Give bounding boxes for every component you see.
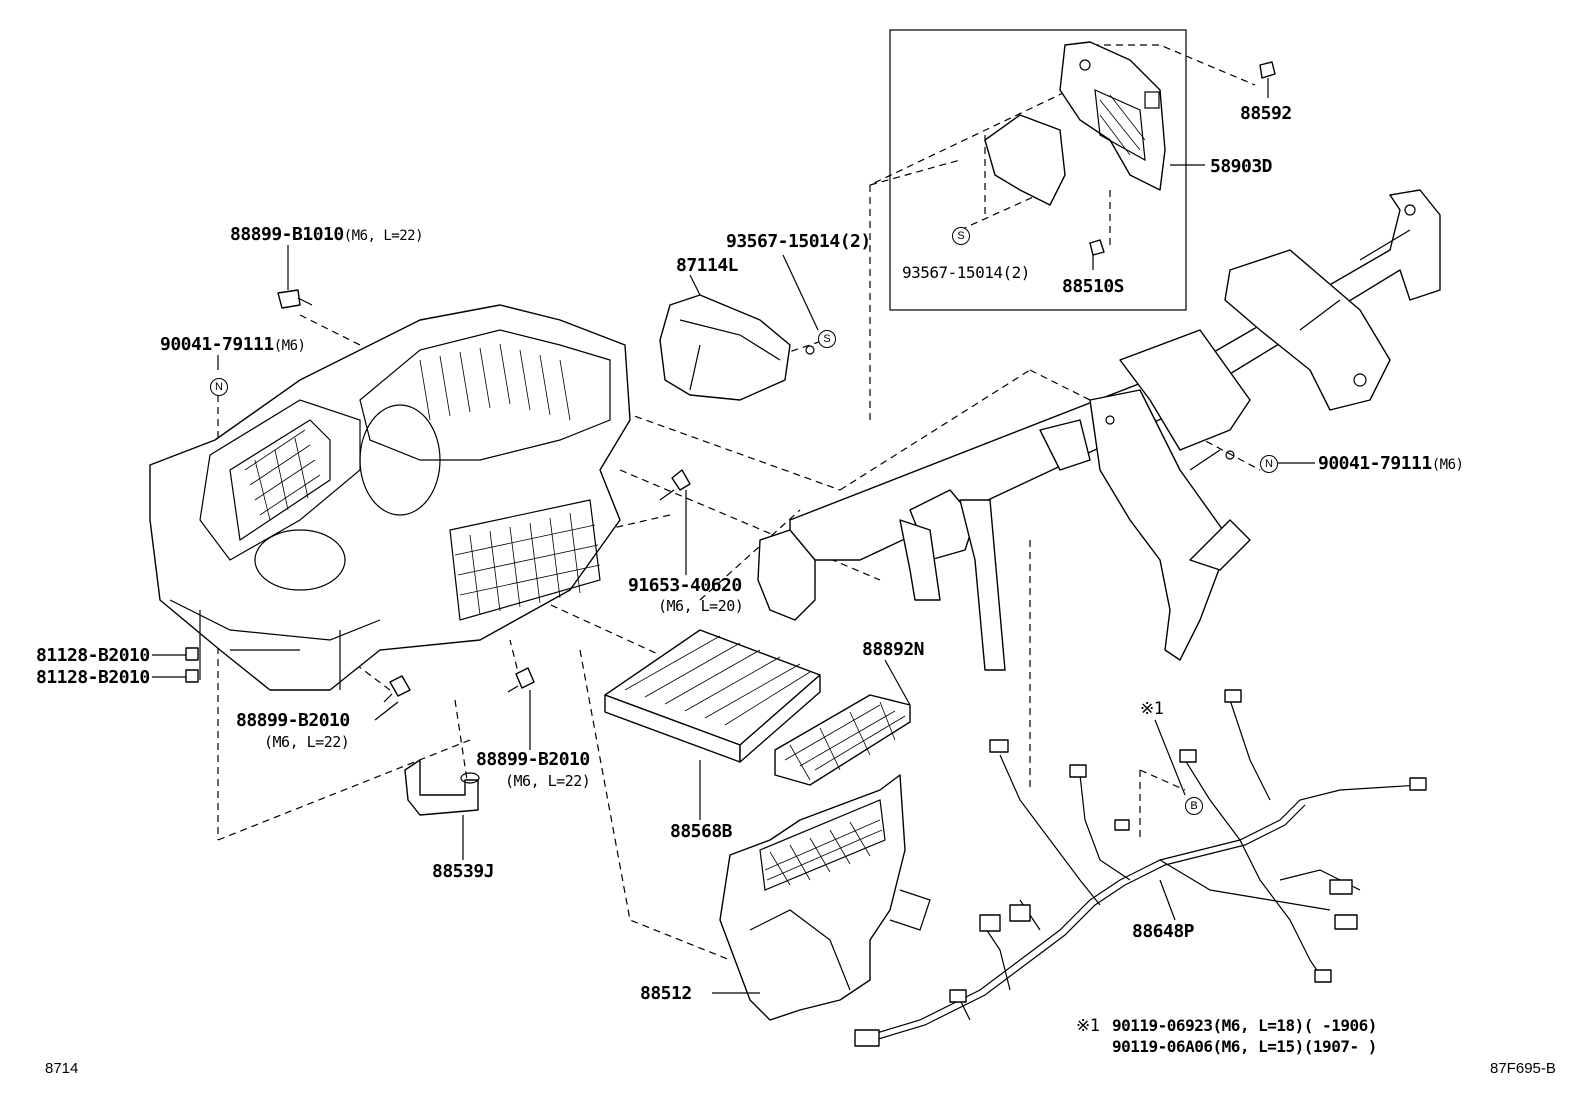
corner-code-left: 8714: [45, 1060, 79, 1077]
part-label-88899-b2010-b: 88899-B2010: [476, 749, 590, 770]
bracket-58903d-part: [984, 41, 1166, 206]
part-label-91653: 91653-40620: [628, 575, 742, 596]
part-label-88899-b2010-a: 88899-B2010: [236, 710, 350, 731]
leader-lines: [152, 78, 1315, 994]
part-label-81128-b: 81128-B2010: [36, 667, 150, 688]
part-spec-91653: (M6, L=20): [658, 597, 744, 615]
fasteners: [185, 61, 1276, 703]
air-filter-88568b: [604, 629, 821, 763]
part-label-88892n: 88892N: [862, 639, 925, 660]
footnote-line-2: 90119-06A06(M6, L=15)(1907- ): [1112, 1037, 1377, 1056]
part-label-58903d: 58903D: [1210, 156, 1273, 177]
part-label-88512: 88512: [640, 983, 692, 1004]
part-label-90041-left: 90041-79111(M6): [160, 334, 306, 356]
part-number-90041-left: 90041-79111: [160, 334, 274, 355]
part-label-88648p: 88648P: [1132, 921, 1195, 942]
n-symbol-right: N: [1260, 455, 1278, 473]
drain-hose-88539j: [404, 759, 479, 816]
part-number-90041-right: 90041-79111: [1318, 453, 1432, 474]
part-spec-88899-b2010-b: (M6, L=22): [505, 772, 591, 790]
filter-cover-88892n: [774, 694, 911, 786]
wire-harness-88648p: [854, 689, 1427, 1047]
part-spec-88899-b1010: (M6, L=22): [343, 228, 424, 244]
part-label-81128-a: 81128-B2010: [36, 645, 150, 666]
part-spec-90041-right: (M6): [1431, 457, 1464, 473]
n-symbol-left: N: [210, 378, 228, 396]
bracket-group-box: [889, 29, 1187, 311]
s-symbol-box: S: [952, 227, 970, 245]
duct-87114l-part: [659, 294, 791, 401]
part-label-88592: 88592: [1240, 103, 1292, 124]
steering-support-member: [757, 189, 1441, 671]
part-label-87114l: 87114L: [676, 255, 739, 276]
part-label-93567-top: 93567-15014(2): [726, 231, 871, 252]
part-spec-88899-b2010-a: (M6, L=22): [264, 733, 350, 751]
part-label-90041-right: 90041-79111(M6): [1318, 453, 1464, 475]
part-label-88510s: 88510S: [1062, 276, 1125, 297]
part-label-88568b: 88568B: [670, 821, 733, 842]
s-symbol-upper: S: [818, 330, 836, 348]
corner-code-right: 87F695-B: [1490, 1060, 1556, 1077]
part-label-93567-box: 93567-15014(2): [902, 263, 1030, 282]
hvac-housing: [149, 304, 631, 691]
footnote-mark: ※1: [1076, 1016, 1100, 1036]
b-symbol: B: [1185, 797, 1203, 815]
case-88512-part: [719, 774, 931, 1021]
part-spec-90041-left: (M6): [273, 338, 306, 354]
part-number-88899-b1010: 88899-B1010: [230, 224, 344, 245]
footnote-line-1: 90119-06923(M6, L=18)( -1906): [1112, 1016, 1377, 1035]
part-label-88899-b1010: 88899-B1010(M6, L=22): [230, 224, 424, 246]
reference-mark: ※1: [1140, 699, 1164, 719]
part-label-88539j: 88539J: [432, 861, 495, 882]
